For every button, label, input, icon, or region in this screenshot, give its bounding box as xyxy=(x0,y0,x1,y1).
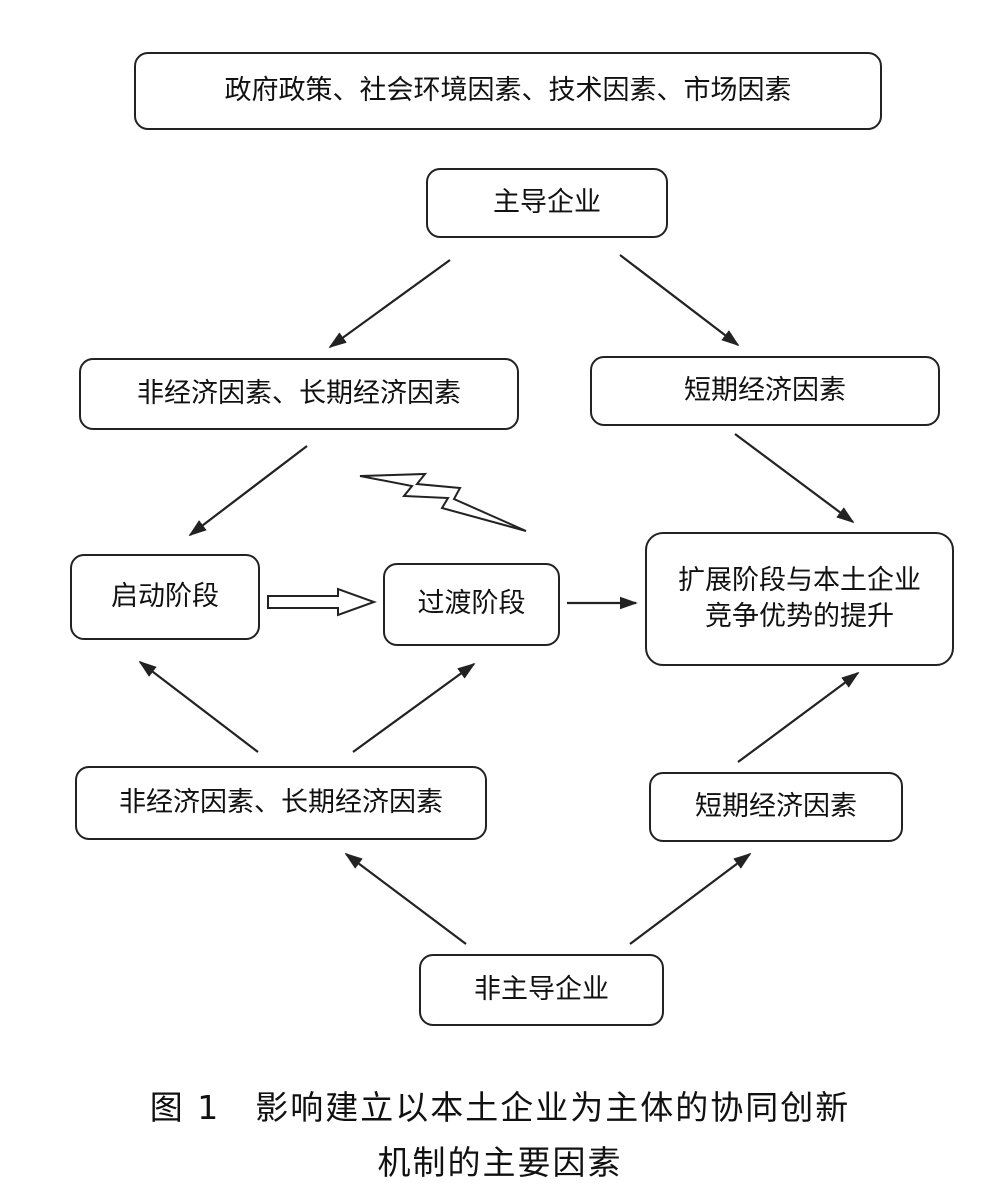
startup-stage-box: 启动阶段 xyxy=(70,554,260,640)
arrow-nonleading-to-right-lower xyxy=(629,852,752,945)
arrow-leading-to-left-factors xyxy=(328,259,451,349)
arrow-nonleading-to-left-lower xyxy=(344,852,467,945)
left-upper-factors-box: 非经济因素、长期经济因素 xyxy=(79,358,519,430)
expansion-stage-label-line1: 扩展阶段与本土企业 xyxy=(678,564,921,596)
top-factors-box: 政府政策、社会环境因素、技术因素、市场因素 xyxy=(134,52,882,130)
startup-stage-label: 启动阶段 xyxy=(111,580,219,612)
left-lower-factors-label: 非经济因素、长期经济因素 xyxy=(119,786,443,818)
leading-firms-box: 主导企业 xyxy=(426,168,668,238)
hollow-arrow-startup-to-transition xyxy=(267,587,377,617)
arrow-leading-to-right-factors xyxy=(619,254,740,347)
left-upper-factors-label: 非经济因素、长期经济因素 xyxy=(137,377,461,409)
nonleading-firms-box: 非主导企业 xyxy=(419,954,664,1026)
arrow-right-lower-to-expansion xyxy=(737,671,860,763)
arrow-left-lower-to-startup xyxy=(138,660,259,753)
left-lower-factors-box: 非经济因素、长期经济因素 xyxy=(75,766,487,840)
expansion-stage-box: 扩展阶段与本土企业 竞争优势的提升 xyxy=(645,532,954,666)
right-upper-factors-label: 短期经济因素 xyxy=(684,374,846,406)
arrow-left-factors-to-startup xyxy=(188,445,308,537)
leading-firms-label: 主导企业 xyxy=(493,186,601,218)
nonleading-firms-label: 非主导企业 xyxy=(474,973,609,1005)
top-factors-label: 政府政策、社会环境因素、技术因素、市场因素 xyxy=(224,74,792,106)
arrow-left-lower-to-transition xyxy=(352,662,476,753)
right-lower-factors-label: 短期经济因素 xyxy=(695,790,857,822)
transition-stage-label: 过渡阶段 xyxy=(417,588,526,620)
right-lower-factors-box: 短期经济因素 xyxy=(649,772,903,842)
lightning-bolt-icon xyxy=(359,472,527,532)
figure-caption-line1: 图 1 影响建立以本土企业为主体的协同创新 xyxy=(149,1088,851,1127)
figure-caption-line2: 机制的主要因素 xyxy=(377,1143,623,1182)
right-upper-factors-box: 短期经济因素 xyxy=(590,356,940,426)
expansion-stage-label-line2: 竞争优势的提升 xyxy=(705,601,894,632)
expansion-stage-text: 扩展阶段与本土企业 竞争优势的提升 xyxy=(678,563,921,636)
arrow-right-factors-to-expansion xyxy=(734,433,855,524)
transition-stage-box: 过渡阶段 xyxy=(383,563,560,646)
